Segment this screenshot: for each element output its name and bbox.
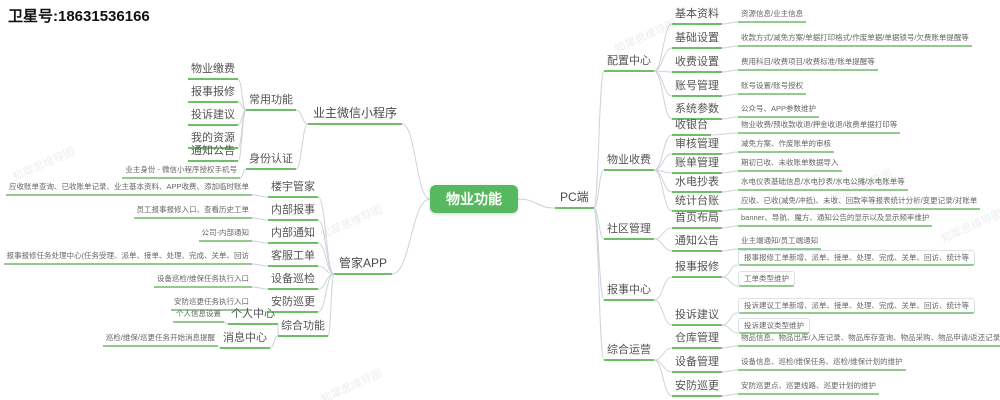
node-personal-center[interactable]: 个人中心 — [228, 305, 278, 325]
node-internal-notice-detail[interactable]: 公司-内部通知 — [198, 226, 252, 242]
node-property-fees[interactable]: 物业收费 — [604, 151, 654, 171]
node-identity-auth[interactable]: 身份认证 — [246, 150, 296, 170]
node-account-mgmt-detail[interactable]: 账号设置/账号授权 — [738, 79, 807, 95]
node-service-orders-detail[interactable]: 报事报修任务处理中心(任务受理、派单、接单、处理、完成、关单、回访 — [3, 249, 252, 265]
node-notice-bulletin[interactable]: 通知公告 — [188, 142, 238, 162]
node-meter-reading-detail[interactable]: 水电仪表基础信息/水电抄表/水电公摊/水电账单等 — [738, 175, 908, 191]
root-topic[interactable]: 物业功能 — [430, 185, 518, 213]
node-service-orders[interactable]: 客服工单 — [268, 247, 318, 267]
node-building-butler[interactable]: 楼宇管家 — [268, 178, 318, 198]
node-internal-notice[interactable]: 内部通知 — [268, 224, 318, 244]
node-bill-mgmt[interactable]: 账单管理 — [672, 154, 722, 174]
node-repair-request[interactable]: 报事报修 — [188, 83, 238, 103]
node-complaint-type-maint[interactable]: 投诉建议类型维护 — [738, 318, 810, 334]
node-security-patrol-app-detail[interactable]: 安防巡更任务执行入口 — [171, 295, 252, 311]
node-operations[interactable]: 综合运营 — [604, 341, 654, 361]
node-butler-app[interactable]: 管家APP — [333, 254, 392, 275]
node-account-mgmt[interactable]: 账号管理 — [672, 77, 722, 97]
node-security-patrol-app[interactable]: 安防巡更 — [268, 293, 318, 313]
node-identity-auth-detail[interactable]: 业主身份 - 微信小程序授权手机号 — [122, 163, 240, 179]
node-stats-ledger-detail[interactable]: 应收、已收(减免/冲抵)、未收、回款率等报表统计分析/变更记录/对账单 — [738, 194, 981, 210]
node-notices-detail[interactable]: 业主端通知/员工端通知 — [738, 234, 822, 250]
node-basic-settings-detail[interactable]: 收款方式/减免方案/单据打印格式/作废单据/单据锁号/欠费账单提醒等 — [738, 31, 972, 47]
node-meter-reading[interactable]: 水电抄表 — [672, 173, 722, 193]
node-owner-miniprogram[interactable]: 业主微信小程序 — [307, 104, 402, 125]
node-warehouse[interactable]: 仓库管理 — [672, 329, 722, 349]
node-equipment-inspection[interactable]: 设备巡检 — [268, 270, 318, 290]
node-internal-report[interactable]: 内部报事 — [268, 201, 318, 221]
node-report-center[interactable]: 报事中心 — [604, 281, 654, 301]
node-fee-settings-detail[interactable]: 费用科目/收费项目/收费标准/账单提醒等 — [738, 55, 878, 71]
node-basic-info[interactable]: 基本资料 — [672, 5, 722, 25]
node-basic-info-detail[interactable]: 资源信息/业主信息 — [738, 7, 807, 23]
node-system-params[interactable]: 系统参数 — [672, 100, 722, 120]
node-config-center[interactable]: 配置中心 — [604, 52, 654, 72]
node-repair-orders[interactable]: 报事报修 — [672, 258, 722, 278]
node-home-layout[interactable]: 首页布局 — [672, 209, 722, 229]
node-property-payment[interactable]: 物业缴费 — [188, 60, 238, 80]
node-my-resources[interactable]: 我的资源 — [188, 129, 238, 149]
node-cashier-detail[interactable]: 物业收费/预收款收退/押金收退/收费单据打印等 — [738, 118, 901, 134]
node-warehouse-detail[interactable]: 物品信息、物品出库/入库记录、物品库存查询、物品采购、物品申请/返还记录等 — [738, 331, 1000, 347]
node-stats-ledger[interactable]: 统计台账 — [672, 192, 722, 212]
node-message-center[interactable]: 消息中心 — [220, 329, 270, 349]
node-notices[interactable]: 通知公告 — [672, 232, 722, 252]
node-basic-settings[interactable]: 基础设置 — [672, 29, 722, 49]
node-security-patrol-detail[interactable]: 安防巡更点、巡更线路、巡更计划的维护 — [738, 379, 879, 395]
node-repair-orders-flow[interactable]: 报事报修工单新增、派单、接单、处理、完成、关单、回访、统计等 — [738, 250, 975, 266]
node-home-layout-detail[interactable]: banner、导航、魔方、通知公告的显示以及显示频率维护 — [738, 211, 933, 227]
node-cashier[interactable]: 收银台 — [672, 116, 711, 136]
node-misc-functions[interactable]: 综合功能 — [278, 317, 328, 337]
node-fee-settings[interactable]: 收费设置 — [672, 53, 722, 73]
node-common-functions[interactable]: 常用功能 — [246, 91, 296, 111]
node-audit-mgmt[interactable]: 审核管理 — [672, 135, 722, 155]
node-bill-mgmt-detail[interactable]: 期初已收、未收账单数据导入 — [738, 156, 842, 172]
node-complaint-suggest[interactable]: 投诉建议 — [188, 106, 238, 126]
node-pc[interactable]: PC端 — [555, 188, 594, 209]
node-personal-center-detail[interactable]: 个人信息设置 — [173, 307, 224, 323]
node-security-patrol[interactable]: 安防巡更 — [672, 377, 722, 397]
page-title: 卫星号:18631536166 — [8, 8, 150, 25]
node-equipment-detail[interactable]: 设备信息、巡检/维保任务、巡检/维保计划的维护 — [738, 355, 906, 371]
node-building-butler-detail[interactable]: 应收账单查询、已收账单记录、业主基本资料、APP收费、添加临时账单 — [5, 180, 252, 196]
node-equipment-inspection-detail[interactable]: 设备巡检/维保任务执行入口 — [153, 272, 252, 288]
node-internal-report-detail[interactable]: 员工报事报修入口、查看历史工单 — [133, 203, 252, 219]
node-equipment[interactable]: 设备管理 — [672, 353, 722, 373]
node-message-center-detail[interactable]: 巡检/维保/巡更任务开始消息提醒 — [102, 331, 218, 347]
node-community-mgmt[interactable]: 社区管理 — [604, 220, 654, 240]
node-system-params-detail[interactable]: 公众号、APP参数维护 — [738, 102, 820, 118]
node-complaints-flow[interactable]: 投诉建议工单新增、派单、接单、处理、完成、关单、回访、统计等 — [738, 298, 975, 314]
node-audit-mgmt-detail[interactable]: 减免方案、作废账单的审核 — [738, 137, 834, 153]
node-order-type-maint[interactable]: 工单类型维护 — [738, 271, 795, 287]
node-complaints[interactable]: 投诉建议 — [672, 306, 722, 326]
